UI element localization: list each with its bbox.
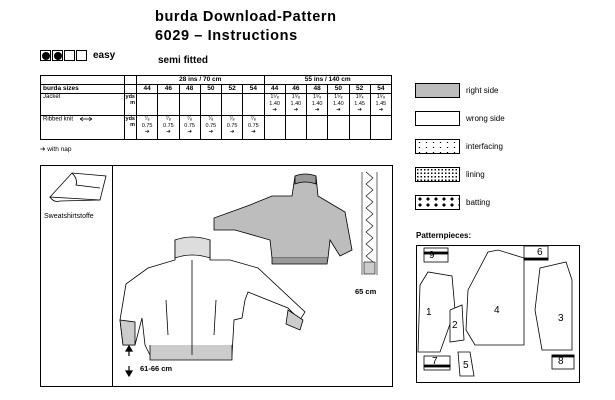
yardage-cell: ⁷⁄₈ 0.75 ➔ bbox=[135, 115, 159, 140]
interfacing-swatch bbox=[415, 139, 460, 154]
fabric-label: Sweatshirtstoffe bbox=[44, 213, 94, 220]
legend-label: lining bbox=[466, 170, 485, 179]
piece-4 bbox=[465, 249, 525, 346]
nap-note: ➔ with nap bbox=[40, 146, 72, 153]
difficulty-dot-filled bbox=[40, 50, 51, 61]
piece-number: 4 bbox=[494, 305, 500, 316]
piece-2 bbox=[449, 304, 465, 343]
right-side-swatch bbox=[415, 83, 460, 98]
pattern-pieces-title: Patternpieces: bbox=[416, 231, 472, 240]
yardage-cell: ⁷⁄₈ 0.75 ➔ bbox=[242, 115, 265, 140]
yardage-table: 28 ins / 70 cm 55 ins / 140 cm burda siz… bbox=[40, 75, 393, 140]
instructions-title: 6029 – Instructions bbox=[155, 28, 298, 44]
pattern-pieces-frame bbox=[416, 245, 580, 383]
piece-number: 1 bbox=[426, 307, 432, 318]
illustration-frame bbox=[40, 165, 393, 387]
lining-swatch bbox=[415, 167, 460, 182]
piece-5 bbox=[457, 351, 475, 377]
zipper-length: 65 cm bbox=[355, 287, 377, 296]
yardage-cell: ⁷⁄₈ 0.75 ➔ bbox=[157, 115, 180, 140]
difficulty-dot-empty bbox=[64, 50, 75, 61]
yardage-cell: 1⁵⁄₈ 1.45 ➔ bbox=[369, 93, 393, 116]
batting-swatch bbox=[415, 195, 460, 210]
difficulty-dot-empty bbox=[76, 50, 87, 61]
jacket-front-view bbox=[119, 236, 306, 361]
ribbed-knit-label: Ribbed knit bbox=[40, 115, 125, 140]
length-arrow-icon bbox=[124, 344, 134, 378]
piece-number: 7 bbox=[432, 356, 438, 367]
piece-number: 5 bbox=[463, 360, 469, 371]
piece-1 bbox=[417, 271, 456, 353]
legend-label: right side bbox=[466, 86, 499, 95]
yardage-cell bbox=[369, 115, 393, 140]
legend-label: wrong side bbox=[466, 114, 505, 123]
piece-number: 8 bbox=[558, 356, 564, 367]
piece-number: 6 bbox=[537, 247, 543, 258]
stretch-arrow-icon bbox=[79, 116, 92, 122]
pattern-title: burda Download-Pattern bbox=[155, 9, 337, 25]
zipper-icon bbox=[361, 171, 378, 275]
piece-number: 3 bbox=[558, 313, 564, 324]
legend-label: interfacing bbox=[466, 142, 503, 151]
fabric-bolt-icon bbox=[49, 172, 107, 202]
piece-9 bbox=[423, 247, 449, 263]
fit-label: semi fitted bbox=[158, 55, 209, 66]
frame-divider bbox=[112, 165, 113, 387]
legend-label: batting bbox=[466, 198, 491, 207]
difficulty-label: easy bbox=[93, 50, 116, 61]
piece-number: 2 bbox=[452, 320, 458, 331]
garment-length: 61-66 cm bbox=[140, 364, 173, 373]
wrong-side-swatch bbox=[415, 111, 460, 126]
difficulty-indicator: easy bbox=[40, 50, 115, 61]
jacket-back-view bbox=[213, 173, 353, 265]
difficulty-dot-filled bbox=[52, 50, 63, 61]
piece-3 bbox=[534, 261, 573, 351]
piece-number: 9 bbox=[429, 250, 435, 261]
